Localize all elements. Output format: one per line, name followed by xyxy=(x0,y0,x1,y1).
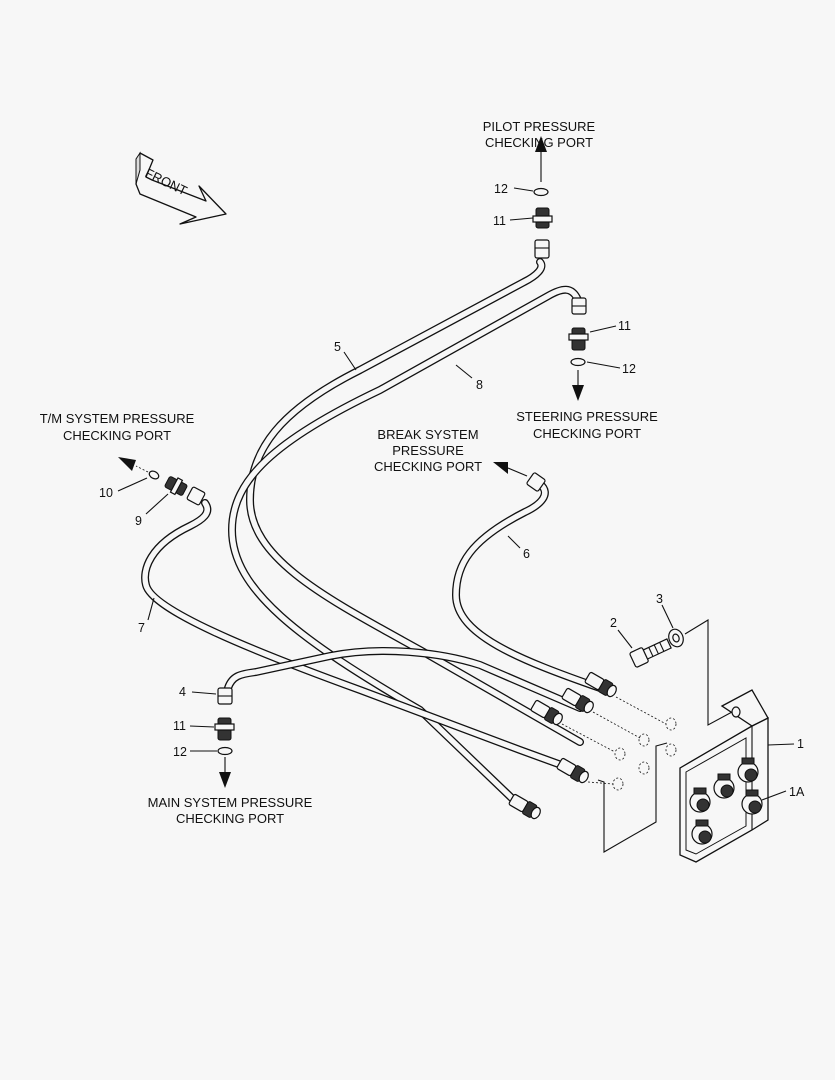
bolt-2 xyxy=(629,638,672,668)
callout-5: 5 xyxy=(334,340,341,354)
steering-port-fitting xyxy=(568,297,589,401)
front-arrow: FRONT xyxy=(135,151,227,225)
callout-7: 7 xyxy=(138,621,145,635)
hose-7 xyxy=(141,499,579,774)
callout-12-main: 12 xyxy=(173,745,187,759)
callout-1a: 1A xyxy=(789,785,805,799)
callout-11-main: 11 xyxy=(173,719,186,733)
steering-port-label-line2: CHECKING PORT xyxy=(533,426,641,441)
break-port-fitting xyxy=(493,462,546,492)
washer-3 xyxy=(668,628,684,648)
callout-4: 4 xyxy=(179,685,186,699)
alignment-lines xyxy=(561,619,733,853)
tm-port-label-line2: CHECKING PORT xyxy=(63,428,171,443)
callout-12-pilot: 12 xyxy=(494,182,508,196)
callout-9: 9 xyxy=(135,514,142,528)
break-port-label-line3: CHECKING PORT xyxy=(374,459,482,474)
callout-8: 8 xyxy=(476,378,483,392)
steering-port-label-line1: STEERING PRESSURE xyxy=(516,409,658,424)
bracket-end-fittings xyxy=(508,671,617,820)
callout-2: 2 xyxy=(610,616,617,630)
pilot-port-label-line1: PILOT PRESSURE xyxy=(483,119,596,134)
break-port-label-line2: PRESSURE xyxy=(392,443,464,458)
leader-lines xyxy=(117,187,795,801)
callout-1: 1 xyxy=(797,737,804,751)
callout-12-steering: 12 xyxy=(622,362,636,376)
main-port-label-line2: CHECKING PORT xyxy=(176,811,284,826)
main-port-label-line1: MAIN SYSTEM PRESSURE xyxy=(148,795,313,810)
hose-8 xyxy=(228,285,582,810)
main-port-fitting xyxy=(214,687,235,788)
callout-6: 6 xyxy=(523,547,530,561)
hose-6 xyxy=(452,480,604,692)
tm-port-fitting xyxy=(118,457,206,506)
break-port-label-line1: BREAK SYSTEM xyxy=(377,427,478,442)
tm-port-label-line1: T/M SYSTEM PRESSURE xyxy=(40,411,195,426)
hose-4 xyxy=(224,647,584,712)
quick-couplers-1a xyxy=(689,757,763,845)
pilot-port-label-line2: CHECKING PORT xyxy=(485,135,593,150)
callout-11-steering: 11 xyxy=(618,319,631,333)
callout-10: 10 xyxy=(99,486,113,500)
pilot-port-fitting xyxy=(532,136,553,259)
callout-3: 3 xyxy=(656,592,663,606)
callout-11-pilot: 11 xyxy=(493,214,506,228)
